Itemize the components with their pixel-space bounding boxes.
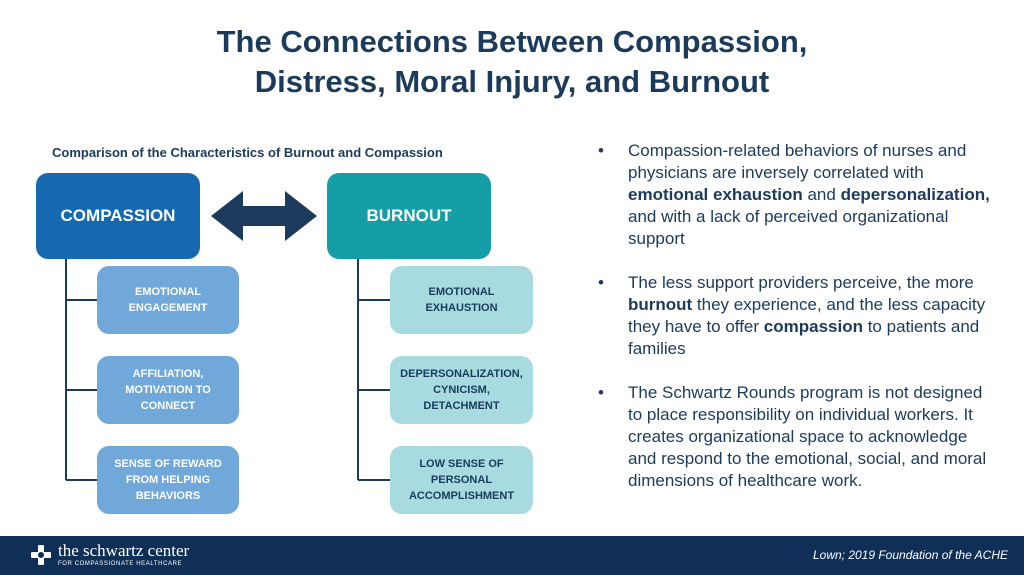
burnout-item-2-line-3: DETACHMENT: [423, 400, 500, 412]
bullet-text: and with a lack of perceived organizatio…: [628, 207, 949, 248]
burnout-item-3: LOW SENSE OF PERSONAL ACCOMPLISHMENT: [390, 446, 533, 514]
double-arrow-icon: [211, 191, 317, 241]
logo-subtitle: FOR COMPASSIONATE HEALTHCARE: [58, 561, 183, 567]
burnout-box: BURNOUT: [327, 173, 491, 259]
bullet-item: • Compassion-related behaviors of nurses …: [598, 140, 993, 250]
title-line-1: The Connections Between Compassion,: [216, 24, 808, 59]
burnout-item-2: DEPERSONALIZATION, CYNICISM, DETACHMENT: [390, 356, 533, 424]
bullet-text: The Schwartz Rounds program is not desig…: [628, 383, 987, 490]
bullet-dot-icon: •: [598, 273, 604, 292]
bullet-item: • The Schwartz Rounds program is not desi…: [598, 382, 993, 492]
compassion-item-1-line-2: ENGAGEMENT: [128, 302, 208, 314]
burnout-item-3-line-3: ACCOMPLISHMENT: [408, 490, 515, 502]
bullet-text: to patients and families: [628, 317, 980, 358]
burnout-item-2-line-1: DEPERSONALIZATION,: [400, 368, 523, 380]
schwartz-center-logo-icon: [31, 545, 51, 565]
bullet-emphasis: depersonalization,: [840, 185, 990, 204]
bullet-emphasis: compassion: [763, 317, 863, 336]
bullet-list: • Compassion-related behaviors of nurses …: [598, 140, 993, 514]
compassion-item-3-line-1: SENSE OF REWARD: [114, 458, 222, 470]
page-title: The Connections Between Compassion, Dist…: [0, 22, 1024, 102]
bullet-text: and: [802, 185, 841, 204]
compassion-item-2-line-3: CONNECT: [140, 400, 196, 412]
burnout-item-1: EMOTIONAL EXHAUSTION: [390, 266, 533, 334]
burnout-item-2-line-2: CYNICISM,: [433, 384, 490, 396]
footer-bar: the schwartz center FOR COMPASSIONATE HE…: [0, 536, 1024, 575]
burnout-item-1-line-1: EMOTIONAL: [428, 286, 495, 298]
compassion-item-1-line-1: EMOTIONAL: [135, 286, 201, 298]
bullet-text: The less support providers perceive, the…: [628, 273, 974, 292]
compassion-item-1: EMOTIONAL ENGAGEMENT: [97, 266, 239, 334]
compassion-item-3: SENSE OF REWARD FROM HELPING BEHAVIORS: [97, 446, 239, 514]
bullet-text: they experience, and the less capacity t…: [628, 295, 986, 336]
compassion-item-2-line-2: MOTIVATION TO: [125, 384, 211, 396]
bullet-item: • The less support providers perceive, th…: [598, 272, 993, 360]
bullet-dot-icon: •: [598, 141, 604, 160]
burnout-item-3-line-2: PERSONAL: [430, 474, 493, 486]
compassion-box: COMPASSION: [36, 173, 200, 259]
compassion-item-3-line-2: FROM HELPING: [125, 474, 211, 486]
citation: Lown; 2019 Foundation of the ACHE: [812, 548, 1008, 562]
diagram-caption: Comparison of the Characteristics of Bur…: [52, 145, 443, 160]
compassion-item-2: AFFILIATION, MOTIVATION TO CONNECT: [97, 356, 239, 424]
schwartz-center-logo: the schwartz center FOR COMPASSIONATE HE…: [30, 542, 189, 568]
bullet-emphasis: emotional exhaustion: [628, 185, 803, 204]
bullet-emphasis: burnout: [628, 295, 693, 314]
bullet-dot-icon: •: [598, 383, 604, 402]
burnout-item-1-line-2: EXHAUSTION: [425, 302, 498, 314]
compassion-item-3-line-3: BEHAVIORS: [135, 490, 201, 502]
compassion-item-2-line-1: AFFILIATION,: [132, 368, 204, 380]
title-line-2: Distress, Moral Injury, and Burnout: [254, 64, 770, 99]
burnout-item-3-line-1: LOW SENSE OF: [419, 458, 504, 470]
logo-name: the schwartz center: [58, 541, 190, 560]
bullet-text: Compassion-related behaviors of nurses a…: [628, 141, 967, 182]
